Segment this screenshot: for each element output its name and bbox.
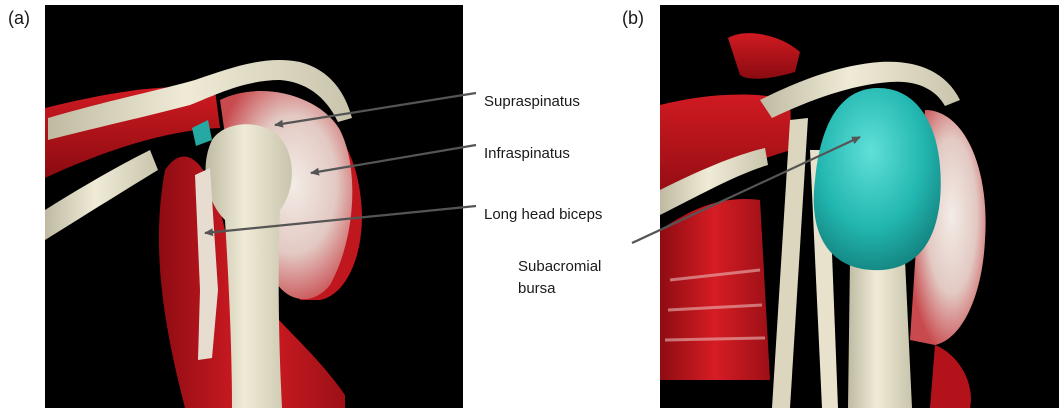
infraspinatus-label: Infraspinatus — [484, 145, 570, 162]
panel-a-label-text: (a) — [8, 8, 30, 28]
subacromial-label-line2: bursa — [518, 280, 556, 297]
supraspinatus-label: Supraspinatus — [484, 93, 580, 110]
panel-b-label-text: (b) — [622, 8, 644, 28]
callouts: Supraspinatus Infraspinatus Long head bi… — [484, 93, 602, 297]
panel-b — [660, 5, 1059, 408]
panel-b-label: (b) — [622, 8, 644, 28]
long-head-biceps-label: Long head biceps — [484, 206, 602, 223]
panel-a-label: (a) — [8, 8, 30, 28]
panel-a — [45, 5, 463, 408]
subacromial-label-line1: Subacromial — [518, 258, 601, 275]
